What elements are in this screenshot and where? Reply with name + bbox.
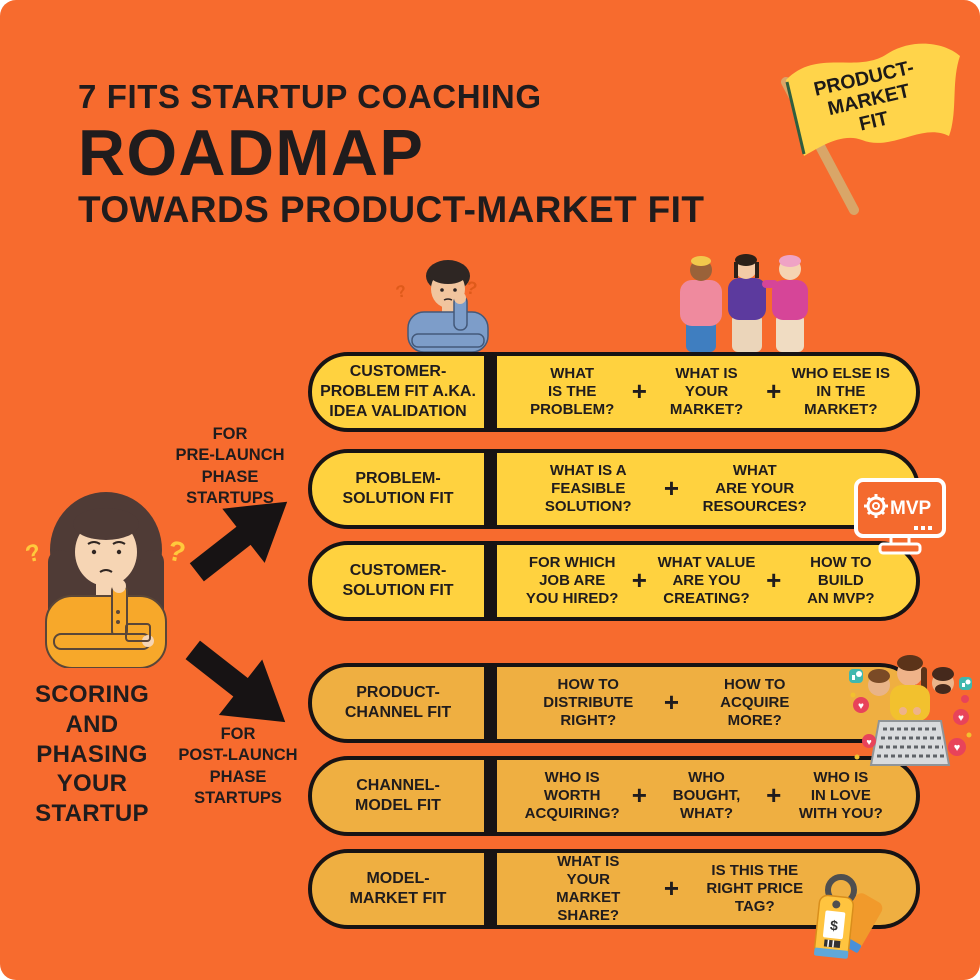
plus-icon: + bbox=[663, 473, 680, 503]
fit-name: PRODUCT- CHANNEL FIT bbox=[344, 684, 452, 721]
question: HOW TO BUILD AN MVP? bbox=[807, 554, 875, 607]
question: WHAT IS YOUR MARKET SHARE? bbox=[556, 853, 621, 924]
plus-icon: + bbox=[631, 780, 647, 810]
scoring-phasing-label: SCORING AND PHASING YOUR STARTUP bbox=[34, 681, 150, 827]
question: WHO BOUGHT, WHAT? bbox=[672, 769, 741, 822]
questions: FOR WHICH JOB ARE YOU HIRED? + WHAT VALU… bbox=[497, 545, 916, 617]
question: FOR WHICH JOB ARE YOU HIRED? bbox=[525, 554, 619, 607]
mvp-monitor-icon: MVP bbox=[854, 478, 946, 555]
questions: WHAT IS THE PROBLEM? + WHAT IS YOUR MARK… bbox=[497, 356, 916, 428]
row-channel-model-fit: CHANNEL- MODEL FIT WHO IS WORTH ACQUIRIN… bbox=[308, 756, 920, 836]
row-model-market-fit: MODEL- MARKET FIT WHAT IS YOUR MARKET SH… bbox=[308, 849, 920, 929]
heart-icon: ♥ bbox=[958, 713, 964, 724]
questions: WHO IS WORTH ACQUIRING? + WHO BOUGHT, WH… bbox=[497, 760, 916, 832]
fit-name: PROBLEM- SOLUTION FIT bbox=[342, 470, 454, 507]
questions: HOW TO DISTRIBUTE RIGHT? + HOW TO ACQUIR… bbox=[497, 667, 916, 739]
plus-icon: + bbox=[766, 376, 782, 406]
title-subtitle: TOWARDS PRODUCT-MARKET FIT bbox=[78, 188, 705, 230]
arrow-up-right-icon bbox=[189, 501, 288, 582]
row-divider bbox=[484, 453, 497, 525]
plus-icon: + bbox=[766, 565, 782, 595]
market-people-illustration bbox=[680, 254, 808, 352]
row-divider bbox=[484, 667, 497, 739]
thinking-man-illustration bbox=[407, 260, 489, 352]
plus-icon: + bbox=[663, 687, 680, 717]
arrow-down-right-icon bbox=[185, 640, 286, 723]
question: WHAT IS A FEASIBLE SOLUTION? bbox=[544, 462, 632, 515]
row-divider bbox=[484, 760, 497, 832]
row-problem-solution-fit: PROBLEM- SOLUTION FIT WHAT IS A FEASIBLE… bbox=[308, 449, 920, 529]
row-divider bbox=[484, 356, 497, 428]
question: WHO IS IN LOVE WITH YOU? bbox=[798, 769, 883, 822]
question: WHAT ARE YOUR RESOURCES? bbox=[702, 462, 807, 515]
fit-name: CUSTOMER- SOLUTION FIT bbox=[342, 562, 454, 599]
heart-icon: ♥ bbox=[954, 742, 961, 754]
question: WHO ELSE IS IN THE MARKET? bbox=[791, 365, 890, 418]
question: HOW TO ACQUIRE MORE? bbox=[720, 676, 790, 729]
row-product-channel-fit: PRODUCT- CHANNEL FIT HOW TO DISTRIBUTE R… bbox=[308, 663, 920, 743]
fit-name: CHANNEL- MODEL FIT bbox=[355, 777, 441, 814]
row-divider bbox=[484, 545, 497, 617]
row-customer-solution-fit: CUSTOMER- SOLUTION FIT FOR WHICH JOB ARE… bbox=[308, 541, 920, 621]
thumbs-up-icon bbox=[849, 669, 972, 690]
plus-icon: + bbox=[766, 780, 782, 810]
flag-icon bbox=[781, 43, 960, 215]
questions: WHAT IS YOUR MARKET SHARE? + IS THIS THE… bbox=[497, 853, 916, 925]
post-launch-label: FOR POST-LAUNCH PHASE STARTUPS bbox=[178, 725, 298, 808]
dollar-sign: $ bbox=[829, 917, 839, 934]
social-media-laptop-icon: ♥ ♥ ♥ ♥ bbox=[849, 655, 972, 766]
title-kicker: 7 FITS STARTUP COACHING bbox=[78, 78, 542, 115]
question: WHO IS WORTH ACQUIRING? bbox=[524, 769, 620, 822]
fit-name: MODEL- MARKET FIT bbox=[349, 870, 447, 907]
plus-icon: + bbox=[631, 565, 647, 595]
row-customer-problem-fit: CUSTOMER- PROBLEM FIT A.KA. IDEA VALIDAT… bbox=[308, 352, 920, 432]
question: WHAT IS THE PROBLEM? bbox=[530, 365, 615, 418]
heart-icon: ♥ bbox=[858, 701, 864, 712]
plus-icon: + bbox=[631, 376, 647, 406]
thinking-woman-illustration bbox=[45, 492, 167, 668]
row-divider bbox=[484, 853, 497, 925]
product-market-fit-flag: PRODUCT- MARKET FIT bbox=[762, 22, 974, 217]
title-block: 7 FITS STARTUP COACHING ROADMAP TOWARDS … bbox=[78, 78, 705, 230]
heart-icon: ♥ bbox=[866, 737, 871, 747]
mvp-label: MVP bbox=[890, 498, 932, 519]
question: WHAT IS YOUR MARKET? bbox=[669, 365, 744, 418]
fit-name: CUSTOMER- PROBLEM FIT A.KA. IDEA VALIDAT… bbox=[320, 363, 476, 420]
pre-launch-label: FOR PRE-LAUNCH PHASE STARTUPS bbox=[175, 425, 285, 508]
question: IS THIS THE RIGHT PRICE TAG? bbox=[706, 862, 804, 915]
question: WHAT VALUE ARE YOU CREATING? bbox=[657, 554, 756, 607]
plus-icon: + bbox=[663, 873, 680, 903]
questions: WHAT IS A FEASIBLE SOLUTION? + WHAT ARE … bbox=[497, 453, 916, 525]
page-title: ROADMAP bbox=[78, 115, 425, 189]
question: HOW TO DISTRIBUTE RIGHT? bbox=[543, 676, 634, 729]
price-tag-icon: $ bbox=[813, 874, 883, 959]
